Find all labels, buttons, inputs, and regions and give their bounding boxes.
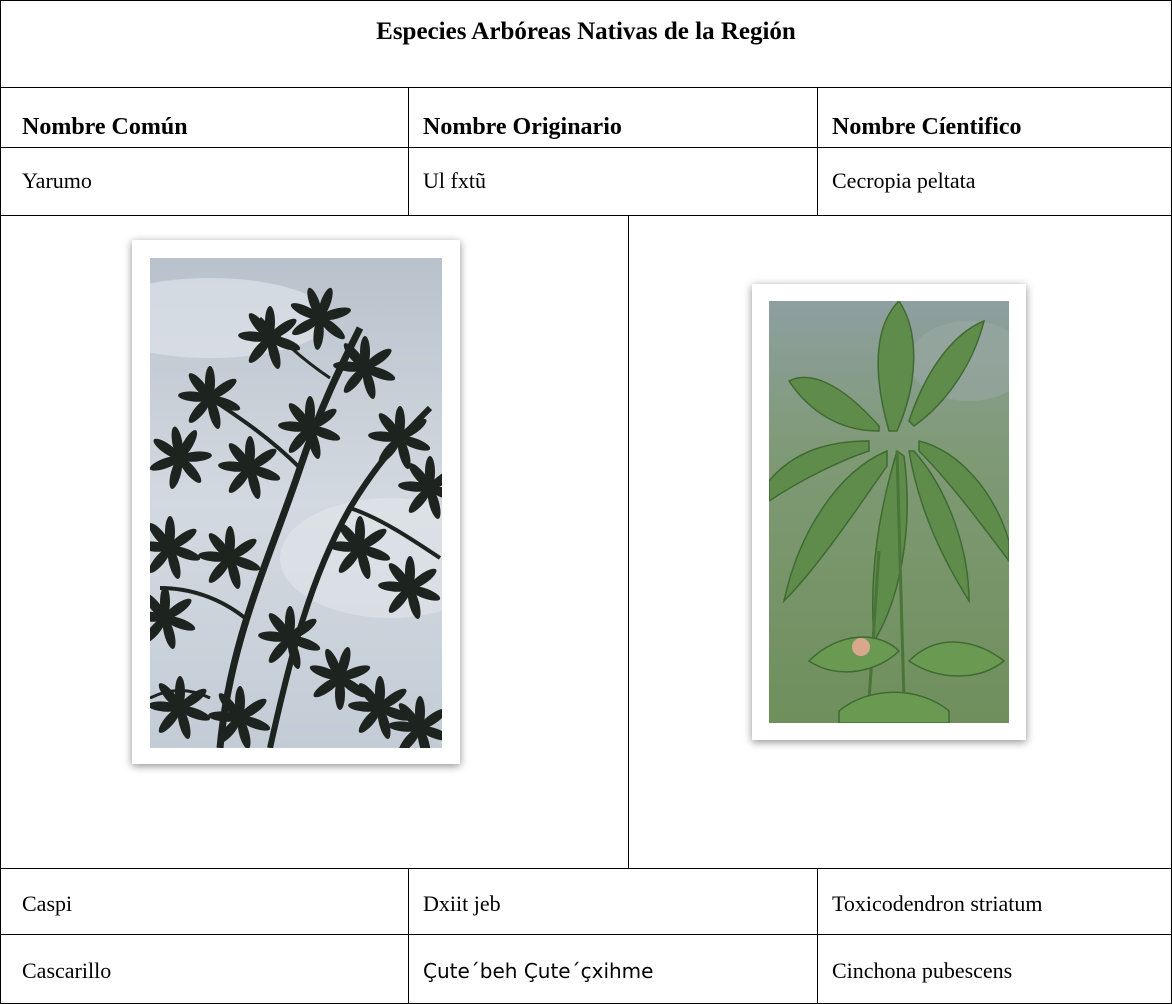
column-divider xyxy=(408,868,409,1004)
table-rule xyxy=(0,87,1172,88)
table-border-left xyxy=(0,0,1,1004)
cell-scientific-name: Cinchona pubescens xyxy=(832,958,1013,983)
column-divider xyxy=(817,87,818,215)
cell-common-name: Yarumo xyxy=(22,168,92,193)
cell-original-name: Ul fxtũ xyxy=(423,168,486,193)
column-divider xyxy=(628,215,629,868)
cell-common-name: Caspi xyxy=(22,891,73,916)
table-rule xyxy=(0,215,1172,216)
header-common-name: Nombre Común xyxy=(22,114,188,140)
cell-common-name: Cascarillo xyxy=(22,958,112,983)
table-rule xyxy=(0,934,1172,935)
table-border-top xyxy=(0,0,1172,1)
cell-original-name: Dxiit jeb xyxy=(423,891,501,916)
cell-scientific-name: Toxicodendron striatum xyxy=(832,891,1043,916)
header-scientific-name: Nombre Cíentifico xyxy=(832,114,1022,140)
yarumo-silhouette-photo-image xyxy=(150,258,442,748)
column-divider xyxy=(817,868,818,1004)
yarumo-leaves-photo xyxy=(752,284,1026,740)
yarumo-silhouette-photo xyxy=(132,240,460,764)
column-divider xyxy=(408,87,409,215)
table-title: Especies Arbóreas Nativas de la Región xyxy=(376,18,796,45)
table-rule xyxy=(0,868,1172,869)
header-original-name: Nombre Originario xyxy=(423,114,622,140)
cell-original-name: Çute´beh Çute´çxihme xyxy=(423,959,654,983)
table-rule xyxy=(0,147,1172,148)
yarumo-leaves-photo-image xyxy=(769,301,1009,723)
cell-scientific-name: Cecropia peltata xyxy=(832,168,976,193)
